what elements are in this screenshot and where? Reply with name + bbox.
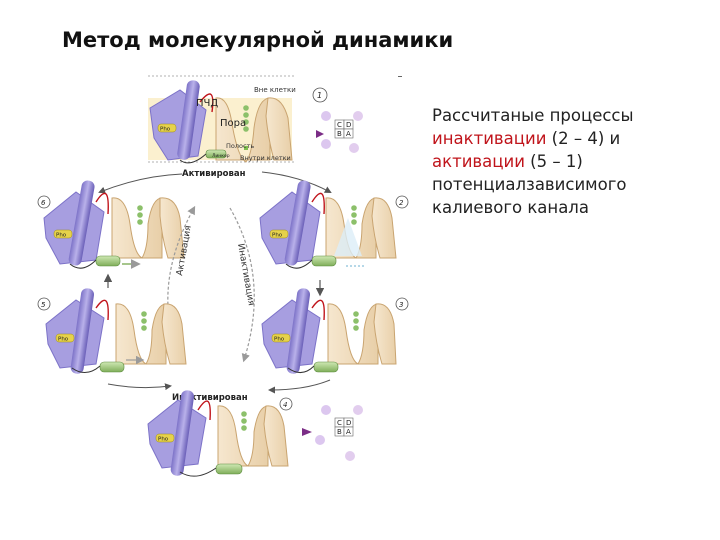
state-1-number: 1 xyxy=(317,91,322,100)
ph-label-6: Pho xyxy=(56,233,67,239)
subunit-a-2: A xyxy=(346,428,351,436)
subunit-d: D xyxy=(346,121,351,129)
state-4-panel: 4 Pho C D B A xyxy=(147,390,363,477)
tetramer-icon-bottom: C D B A xyxy=(302,405,363,461)
slide-title: Метод молекулярной динамики xyxy=(62,28,454,52)
pore-left xyxy=(215,97,271,163)
state-6-panel: 6 Pho xyxy=(37,180,185,269)
subunit-c-2: C xyxy=(337,419,342,427)
desc-line-4: потенциалзависимого xyxy=(432,175,627,194)
state-3-panel: 3 Pho xyxy=(261,288,409,374)
slide-description: Рассчитаные процессы инактивации (2 – 4)… xyxy=(432,104,702,219)
state-4-number: 4 xyxy=(283,401,287,409)
subunit-b-2: B xyxy=(337,428,342,436)
ph-label: Pho xyxy=(160,127,171,133)
subunit-a: A xyxy=(346,130,351,138)
outside-label: Вне клетки xyxy=(254,86,296,94)
stray-dash xyxy=(398,76,402,77)
state-6-number: 6 xyxy=(41,199,46,207)
tetramer-icon-top: C D B A xyxy=(316,111,363,153)
inactivated-label: Инактивирован xyxy=(172,393,248,403)
subunit-c: C xyxy=(337,121,342,129)
desc-activation-range: (5 – 1) xyxy=(524,152,583,171)
ph-label-4: Pho xyxy=(158,437,169,443)
subunit-b: B xyxy=(337,130,342,138)
ph-label-2: Pho xyxy=(272,233,283,239)
inside-label: Внутри клетки xyxy=(240,154,291,162)
s4-helix xyxy=(177,80,200,160)
state-2-number: 2 xyxy=(399,199,404,207)
potassium-channel-gating-diagram: Pho Вне клетки ПЧД Пора Полость Внутри к… xyxy=(30,68,410,540)
state-5-number: 5 xyxy=(41,301,46,309)
ph-label-5: Pho xyxy=(58,337,69,343)
state-5-panel: 5 Pho xyxy=(37,288,187,374)
desc-line-1: Рассчитаные процессы xyxy=(432,106,634,125)
state-2-panel: 2 Pho xyxy=(259,180,409,269)
pore-right xyxy=(265,97,293,161)
ph-label-3: Pho xyxy=(274,337,285,343)
subunit-d-2: D xyxy=(346,419,351,427)
state-3-number: 3 xyxy=(399,301,403,309)
state-1-panel: Pho Вне клетки ПЧД Пора Полость Внутри к… xyxy=(148,75,363,164)
desc-line-5: калиевого канала xyxy=(432,198,589,217)
linker-label: Линкер xyxy=(212,153,230,159)
cavity-label: Полость xyxy=(226,142,254,150)
desc-activation-word: активации xyxy=(432,152,525,171)
desc-inactivation-word: инактивации xyxy=(432,129,547,148)
pore-label: Пора xyxy=(220,118,246,129)
desc-inactivation-range: (2 – 4) и xyxy=(546,129,621,148)
activated-label: Активирован xyxy=(182,169,246,179)
vsd-label: ПЧД xyxy=(196,98,218,109)
